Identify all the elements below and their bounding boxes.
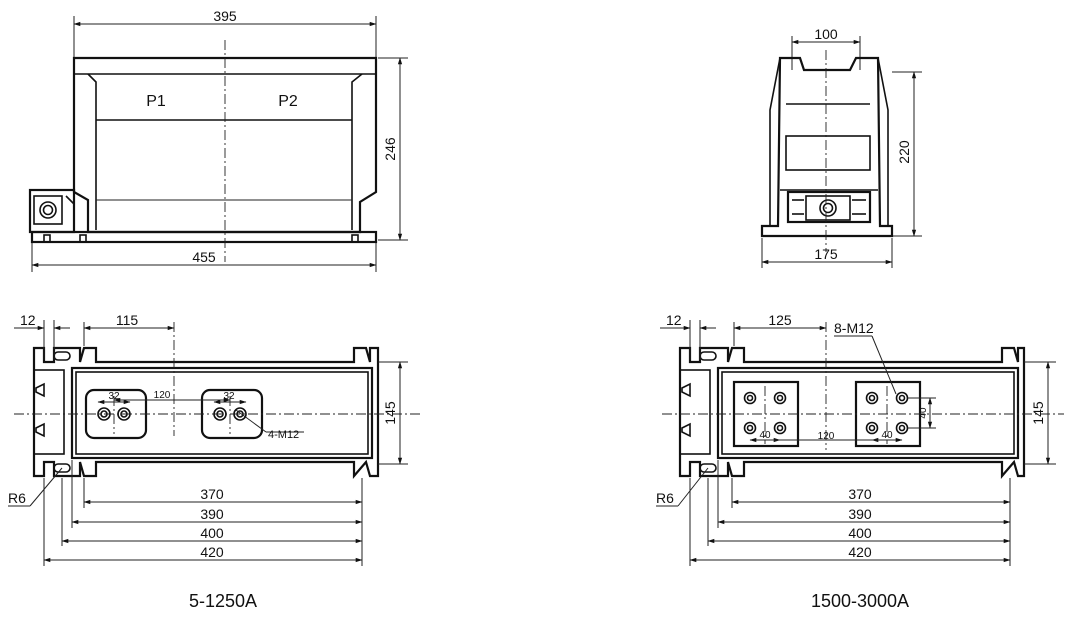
dim-455: 455 [192,249,216,265]
bolt-callout-8-m12: 8-M12 [834,320,874,336]
plan-view-left: 12 115 32 32 120 4-M12 145 R6 370 390 40… [8,312,420,566]
dim-115: 115 [116,312,139,328]
dim-420-left: 420 [200,544,224,560]
dim-32-b: 32 [223,391,235,402]
dim-220: 220 [896,140,912,164]
terminal-p2-label: P2 [278,93,298,110]
dim-400-left: 400 [200,525,224,541]
front-view-left: 395 246 455 P1 P2 [28,8,408,272]
dim-40-a: 40 [759,430,771,441]
dim-12-right: 12 [666,312,682,328]
dim-125: 125 [768,312,792,328]
dim-145-left: 145 [382,401,398,425]
dim-12-left: 12 [20,312,36,328]
dim-420-right: 420 [848,544,872,560]
secondary-terminal-box [28,188,76,234]
plan-inner-frame-right [716,366,1020,460]
dim-r6-right: R6 [656,490,674,506]
dim-40-c: 40 [918,407,929,419]
dim-100: 100 [814,26,838,42]
plan-view-right: 12 125 8-M12 40 40 40 120 145 R6 370 390… [656,312,1064,566]
caption-5-1250a: 5-1250A [189,591,257,611]
dim-r6-left: R6 [8,490,26,506]
dim-175: 175 [814,246,838,262]
dim-390-left: 390 [200,506,224,522]
dim-145-right: 145 [1030,401,1046,425]
dim-370-left: 370 [200,486,224,502]
dim-400-right: 400 [848,525,872,541]
dim-246: 246 [382,137,398,161]
dim-395: 395 [213,8,237,24]
side-view-right: 100 220 175 [760,26,922,268]
dim-370-right: 370 [848,486,872,502]
dim-32-a: 32 [108,391,120,402]
plan-inner-frame [70,366,374,460]
bolt-callout-4-m12: 4-M12 [268,429,299,441]
side-terminal-box [786,190,872,224]
base-plate [30,230,378,244]
side-body [760,56,894,238]
dim-390-right: 390 [848,506,872,522]
dim-120-left: 120 [154,390,171,401]
dim-120-right: 120 [818,431,835,442]
dim-40-b: 40 [881,430,893,441]
caption-1500-3000a: 1500-3000A [811,591,909,611]
terminal-p1-label: P1 [146,93,166,110]
